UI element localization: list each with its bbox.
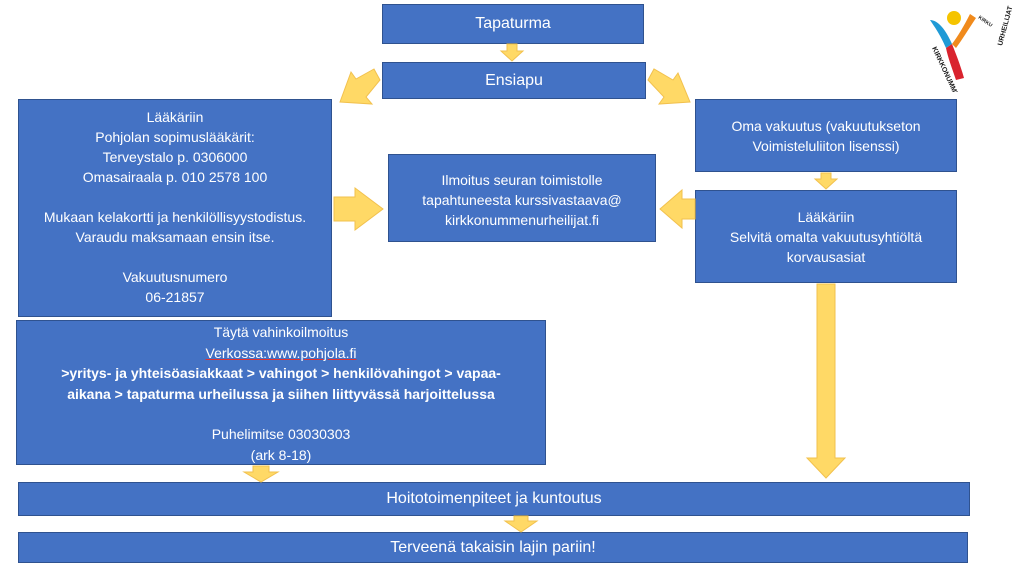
arrow-down-icon	[503, 515, 539, 533]
text-line: korvausasiat	[786, 249, 866, 265]
node-hoitotoimenpiteet: Hoitotoimenpiteet ja kuntoutus	[18, 482, 970, 516]
node-tapaturma: Tapaturma	[382, 4, 644, 44]
text-line: Pohjolan sopimuslääkärit:	[95, 129, 255, 145]
text-line: kirkkonummenurheilijat.fi	[444, 212, 600, 228]
text-line: Lääkäriin	[797, 209, 855, 225]
node-terveena-label: Terveenä takaisin lajin pariin!	[390, 538, 596, 556]
text-line: Ilmoitus seuran toimistolle	[441, 172, 603, 188]
text-line: (ark 8-18)	[250, 446, 312, 463]
text-line: Selvitä omalta vakuutusyhtiöltä	[729, 229, 923, 245]
kirku-logo: KIRKKONUMMEN URHEILIJAT KIRKU	[930, 5, 1012, 92]
arrow-right-icon	[333, 187, 384, 231]
text-line: >yritys- ja yhteisöasiakkaat > vahingot …	[61, 365, 501, 381]
text-line: Täytä vahinkoilmoitus	[213, 324, 349, 340]
arrow-down-icon	[499, 43, 525, 62]
text-line: 06-21857	[145, 289, 205, 305]
text-line: Varaudu maksamaan ensin itse.	[75, 229, 275, 245]
node-oma-vakuutus: Oma vakuutus (vakuutukseton Voimisteluli…	[695, 99, 957, 172]
text-line: Mukaan kelakortti ja henkilöllisyystodis…	[43, 209, 307, 225]
node-terveena: Terveenä takaisin lajin pariin!	[18, 532, 968, 563]
text-line: tapahtuneesta kurssivastaava@	[422, 192, 622, 208]
text-line: Vakuutusnumero	[122, 269, 228, 285]
text-line: Omasairaala p. 010 2578 100	[82, 169, 268, 185]
node-laakariin-left: Lääkäriin Pohjolan sopimuslääkärit: Terv…	[18, 99, 332, 317]
arrow-left-icon	[659, 188, 696, 230]
node-tapaturma-label: Tapaturma	[475, 15, 551, 32]
arrow-down-icon	[805, 283, 847, 479]
arrow-down-icon	[242, 465, 280, 483]
text-line: Oma vakuutus (vakuutukseton	[731, 118, 921, 134]
logo-text-right: URHEILIJAT	[997, 5, 1012, 47]
pohjola-link[interactable]: Verkossa:www.pohjola.fi	[205, 344, 357, 361]
logo-text-small: KIRKU	[977, 15, 994, 29]
text-line: Voimisteluliiton lisenssi)	[752, 138, 900, 154]
node-hoitotoimenpiteet-label: Hoitotoimenpiteet ja kuntoutus	[386, 490, 602, 507]
text-line: Lääkäriin	[146, 109, 204, 125]
node-vahinkoilmoitus: Täytä vahinkoilmoitus Verkossa:www.pohjo…	[16, 320, 546, 465]
text-line: Puhelimitse 03030303	[211, 426, 351, 442]
arrow-down-left-icon	[339, 68, 381, 105]
node-ensiapu-label: Ensiapu	[485, 71, 543, 89]
text-line: Terveystalo p. 0306000	[102, 149, 248, 165]
node-laakariin-right: Lääkäriin Selvitä omalta vakuutusyhtiölt…	[695, 190, 957, 283]
kirku-logo-icon	[930, 11, 976, 80]
arrow-down-right-icon	[647, 68, 691, 105]
arrow-down-icon	[813, 172, 839, 190]
text-line: aikana > tapaturma urheilussa ja siihen …	[67, 385, 495, 402]
node-ensiapu: Ensiapu	[382, 62, 646, 99]
node-ilmoitus: Ilmoitus seuran toimistolle tapahtuneest…	[388, 154, 656, 242]
